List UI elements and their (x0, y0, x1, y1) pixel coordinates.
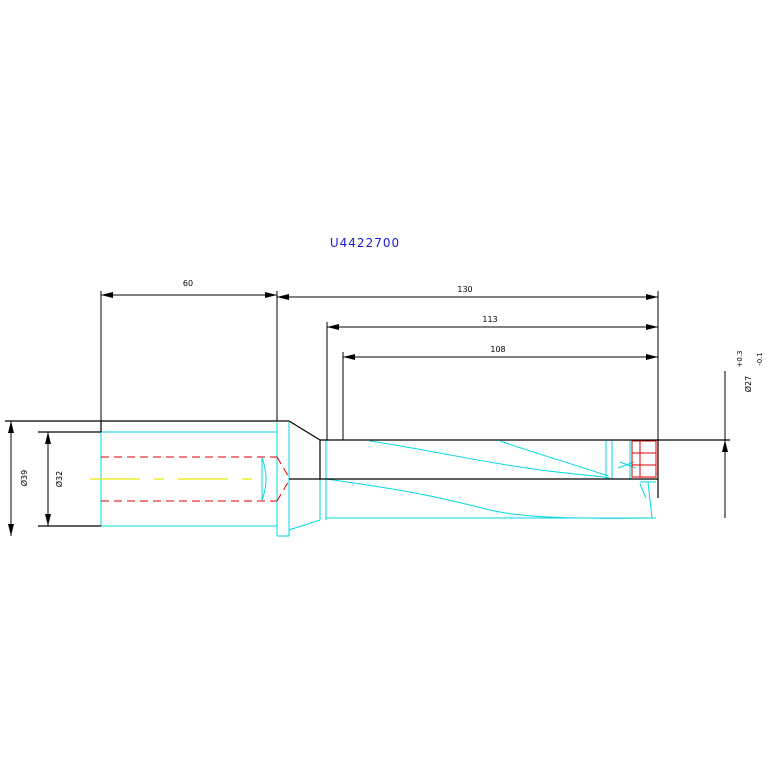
flute-length-label: 113 (482, 315, 497, 324)
dimension-flute-length: 113 (326, 315, 658, 440)
internal-bore (101, 456, 291, 502)
part-number-label: U4422700 (330, 236, 400, 250)
drill-diameter-label: Ø27 (743, 376, 753, 392)
dimension-drill-diameter: Ø27 +0.3 -0.1 (722, 351, 764, 518)
drill-depth-label: 108 (490, 345, 505, 354)
shank-length-label: 60 (183, 279, 193, 288)
dimension-shank-length: 60 (100, 279, 278, 421)
dimension-overall-length: 130 (277, 285, 659, 440)
tolerance-lower-label: -0.1 (756, 352, 764, 366)
cutting-insert (631, 440, 657, 478)
shank-diameter-label: Ø32 (54, 471, 64, 487)
tolerance-upper-label: +0.3 (736, 351, 744, 368)
dimension-drill-depth: 108 (342, 345, 658, 440)
overall-length-label: 130 (457, 285, 472, 294)
tool-outline (5, 420, 730, 527)
dimension-shank-diameter: Ø32 (45, 432, 64, 526)
flange-diameter-label: Ø39 (19, 470, 29, 486)
dimension-flange-diameter: Ø39 (8, 421, 29, 536)
